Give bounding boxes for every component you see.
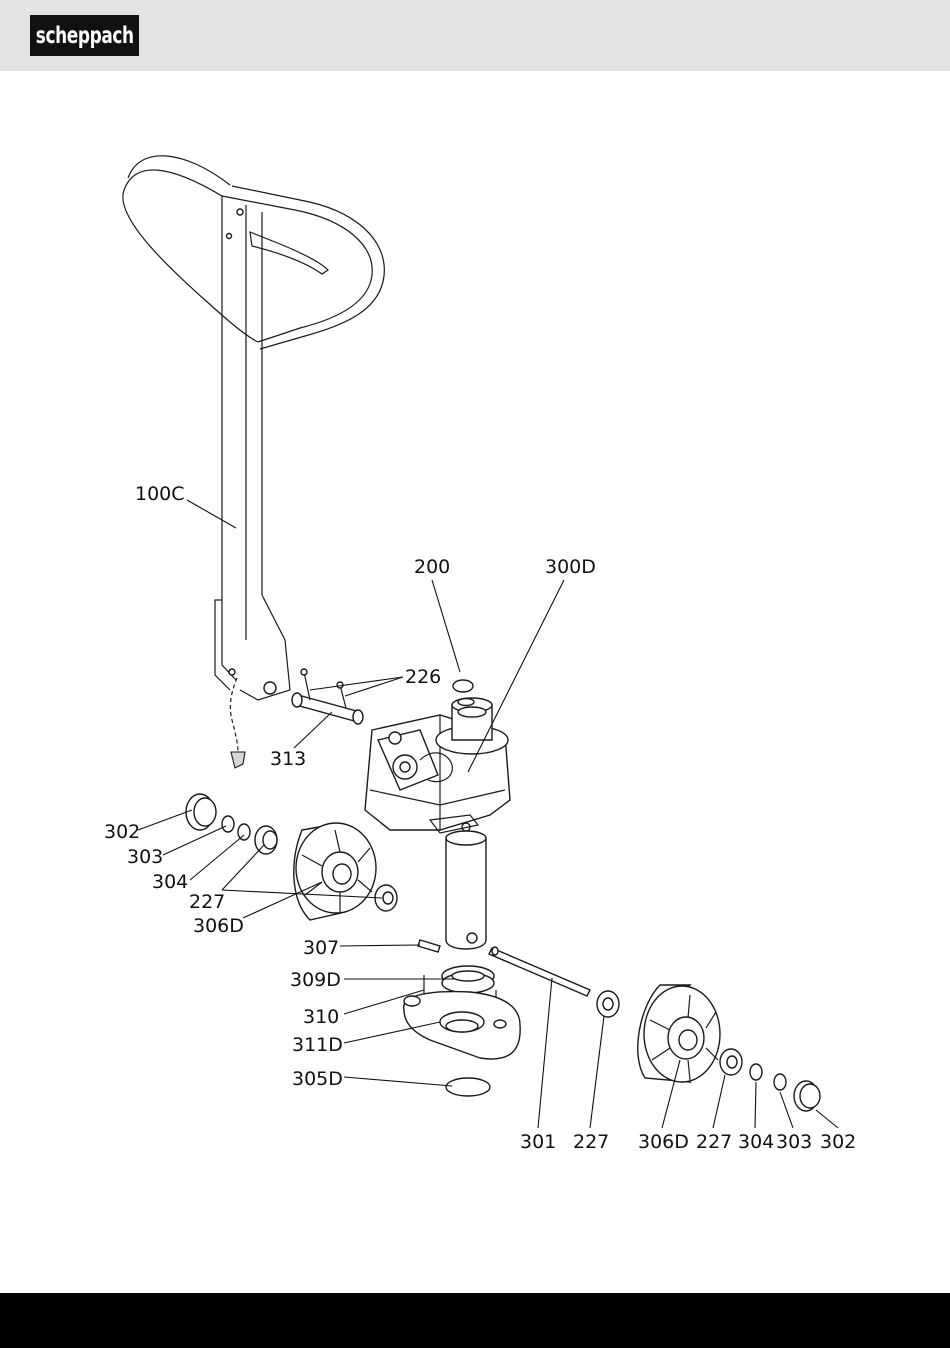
label-227-bottom-b: 227 [696, 1131, 732, 1153]
label-304-bottom: 304 [738, 1131, 774, 1153]
footer-bar [0, 1293, 950, 1348]
label-310: 310 [303, 1006, 339, 1028]
label-303-bottom: 303 [776, 1131, 812, 1153]
part-200-seal [453, 680, 473, 692]
label-309d: 309D [290, 969, 341, 991]
right-wheel-assembly [489, 947, 820, 1111]
label-200: 200 [414, 556, 450, 578]
label-303-left: 303 [127, 846, 163, 868]
label-305d: 305D [292, 1068, 343, 1090]
label-302-left: 302 [104, 821, 140, 843]
label-302-bottom: 302 [820, 1131, 856, 1153]
lower-bearing-parts [404, 940, 521, 1096]
label-100c: 100C [135, 483, 185, 505]
label-306d-bottom: 306D [638, 1131, 689, 1153]
handle-drawbar [123, 156, 384, 768]
label-300d: 300D [545, 556, 596, 578]
hydraulic-pump-body [365, 698, 510, 833]
label-227-bottom-a: 227 [573, 1131, 609, 1153]
steering-cylinder [446, 831, 486, 949]
label-313: 313 [270, 748, 306, 770]
label-301: 301 [520, 1131, 556, 1153]
label-306d-left: 306D [193, 915, 244, 937]
label-227-left: 227 [189, 891, 225, 913]
label-304-left: 304 [152, 871, 188, 893]
label-226: 226 [405, 666, 441, 688]
label-311d: 311D [292, 1034, 343, 1056]
label-307: 307 [303, 937, 339, 959]
